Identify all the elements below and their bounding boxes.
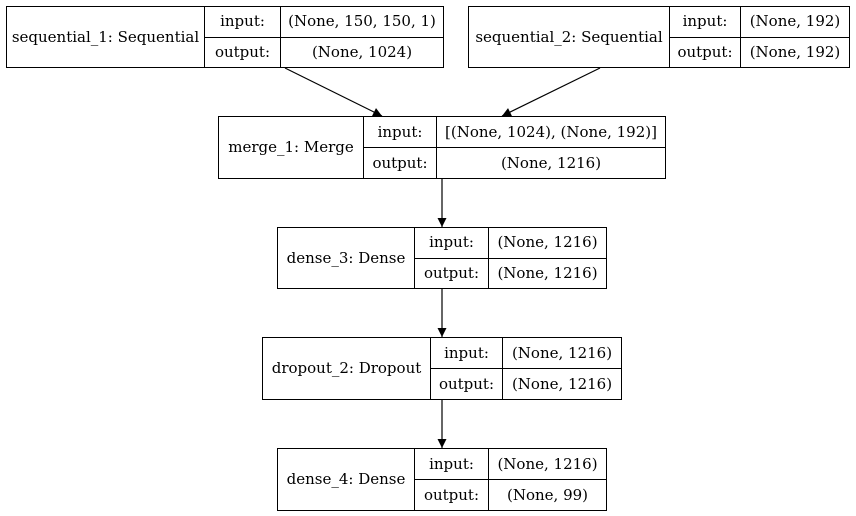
input-label: input: (670, 7, 740, 38)
input-label: input: (431, 338, 502, 369)
input-label: input: (415, 228, 488, 259)
edge-sequential-2-to-merge-1 (501, 67, 601, 117)
output-shape: (None, 1216) (500, 153, 602, 172)
input-shape: [(None, 1024), (None, 192)] (437, 117, 665, 148)
output-shape: (None, 1024) (311, 42, 413, 61)
input-label: input: (205, 7, 280, 38)
input-shape: (None, 1216) (489, 449, 606, 480)
edge-sequential-1-to-merge-1 (284, 67, 383, 117)
io-values: (None, 1216) (None, 1216) (489, 228, 606, 288)
layer-name: sequential_2: Sequential (469, 7, 670, 67)
input-label: input: (415, 449, 488, 480)
layer-node-sequential-1: sequential_1: Sequential input: output: … (6, 6, 444, 68)
layer-node-dropout-2: dropout_2: Dropout input: output: (None,… (262, 337, 622, 400)
output-label: output: (214, 42, 271, 61)
input-shape: (None, 1216) (503, 338, 621, 369)
layer-name: dense_4: Dense (278, 449, 415, 510)
input-label: input: (364, 117, 436, 148)
output-label: output: (438, 374, 495, 393)
io-values: [(None, 1024), (None, 192)] (None, 1216) (437, 117, 665, 178)
layer-node-dense-4: dense_4: Dense input: output: (None, 121… (277, 448, 607, 511)
layer-name: dropout_2: Dropout (263, 338, 431, 399)
io-values: (None, 150, 150, 1) (None, 1024) (281, 7, 443, 67)
io-labels: input: output: (415, 449, 489, 510)
layer-name: sequential_1: Sequential (7, 7, 205, 67)
output-label: output: (677, 42, 733, 61)
output-shape: (None, 192) (749, 42, 841, 61)
io-labels: input: output: (670, 7, 741, 67)
layer-name: dense_3: Dense (278, 228, 415, 288)
io-labels: input: output: (205, 7, 281, 67)
output-shape: (None, 1216) (497, 263, 598, 282)
output-label: output: (423, 263, 480, 282)
output-label: output: (372, 153, 428, 172)
output-shape: (None, 1216) (511, 374, 613, 393)
output-label: output: (423, 485, 480, 504)
layer-name: merge_1: Merge (219, 117, 364, 178)
io-labels: input: output: (431, 338, 503, 399)
input-shape: (None, 150, 150, 1) (281, 7, 443, 38)
io-labels: input: output: (415, 228, 489, 288)
layer-node-merge-1: merge_1: Merge input: output: [(None, 10… (218, 116, 666, 179)
input-shape: (None, 1216) (489, 228, 606, 259)
input-shape: (None, 192) (741, 7, 849, 38)
layer-node-sequential-2: sequential_2: Sequential input: output: … (468, 6, 850, 68)
output-shape: (None, 99) (506, 485, 589, 504)
io-values: (None, 192) (None, 192) (741, 7, 849, 67)
layer-node-dense-3: dense_3: Dense input: output: (None, 121… (277, 227, 607, 289)
io-values: (None, 1216) (None, 99) (489, 449, 606, 510)
io-values: (None, 1216) (None, 1216) (503, 338, 621, 399)
io-labels: input: output: (364, 117, 437, 178)
